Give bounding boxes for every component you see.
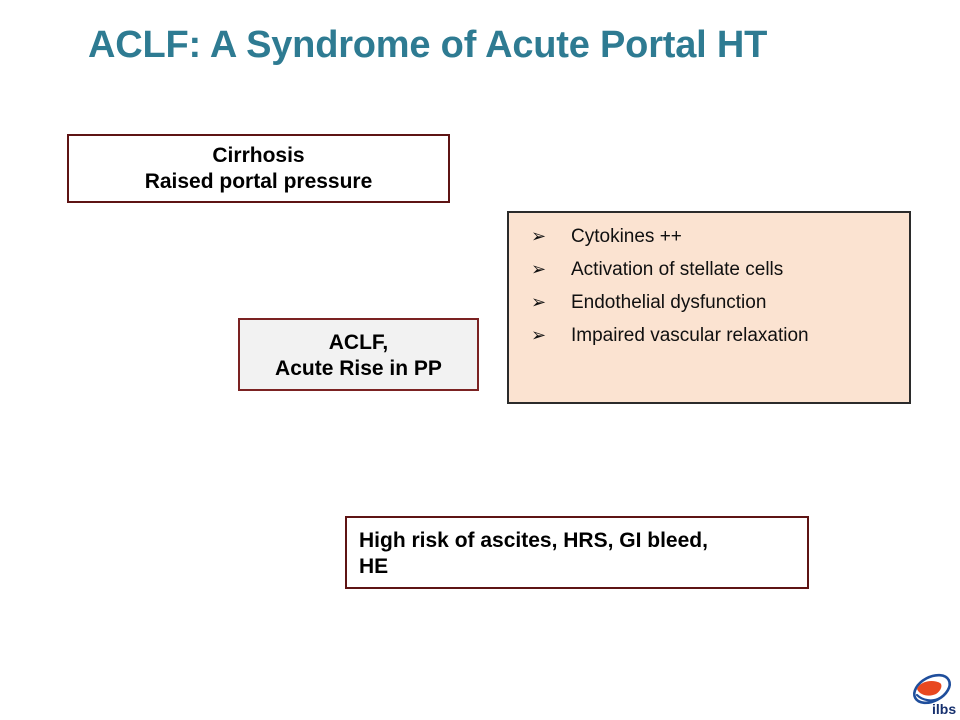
arrow-bullet-icon: ➢ (531, 258, 547, 279)
ilbs-logo-mark: ilbs (913, 673, 956, 717)
arrow-bullet-icon: ➢ (531, 324, 547, 345)
cirrhosis-box-line-2: Raised portal pressure (144, 169, 373, 193)
factors-panel: ➢ Cytokines ++ ➢ Activation of stellate … (507, 211, 911, 404)
cirrhosis-box-line-1: Cirrhosis (212, 144, 305, 167)
risk-box: High risk of ascites, HRS, GI bleed, HE (345, 516, 809, 589)
list-item-label: Cytokines ++ (571, 226, 682, 247)
aclf-box: ACLF, Acute Rise in PP (238, 318, 479, 391)
page-title: ACLF: A Syndrome of Acute Portal HT (88, 24, 768, 66)
list-item: ➢ Activation of stellate cells (519, 259, 899, 281)
aclf-box-line-1: ACLF, (328, 331, 389, 354)
ilbs-logo: ilbs (907, 667, 957, 717)
arrow-bullet-icon: ➢ (531, 226, 547, 246)
risk-box-line-1: High risk of ascites, HRS, GI bleed, (359, 529, 708, 552)
risk-box-line-2: HE (359, 554, 389, 578)
list-item-label: Endothelial dysfunction (571, 291, 767, 313)
aclf-box-line-2: Acute Rise in PP (275, 356, 442, 380)
list-item: ➢ Impaired vascular relaxation (519, 325, 899, 347)
list-item-label: Activation of stellate cells (571, 258, 784, 280)
list-item: ➢ Cytokines ++ (519, 226, 899, 248)
ilbs-logo-text: ilbs (932, 701, 956, 717)
arrow-bullet-icon: ➢ (531, 291, 547, 312)
list-item: ➢ Endothelial dysfunction (519, 292, 899, 314)
list-item-label: Impaired vascular relaxation (571, 324, 809, 346)
cirrhosis-box: Cirrhosis Raised portal pressure (67, 134, 450, 203)
